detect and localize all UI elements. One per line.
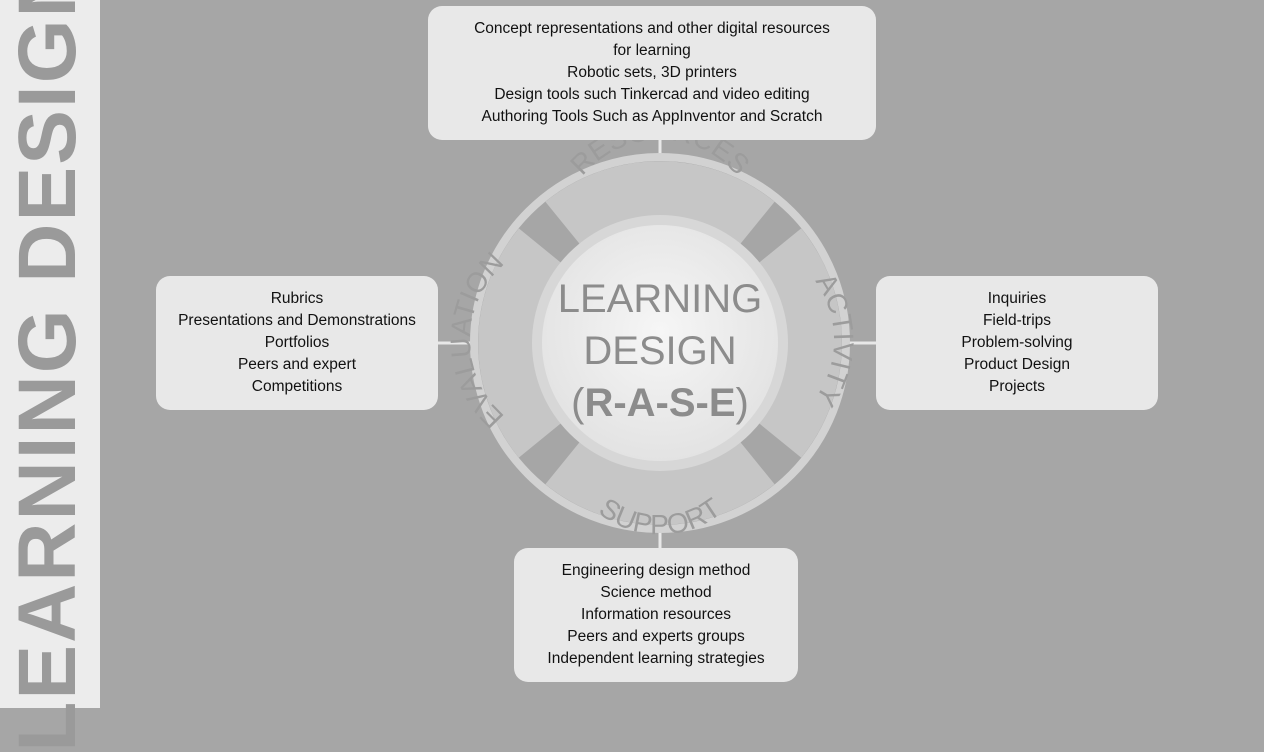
hub-circle [542, 225, 778, 461]
activity-item: Product Design [964, 356, 1070, 373]
activity-item: Projects [989, 378, 1045, 395]
resources-item: for learning [613, 42, 691, 59]
activity-item: Field-trips [982, 312, 1052, 329]
resources-box: Concept representations and other digita… [428, 6, 876, 140]
segment-evaluation [478, 228, 565, 458]
evaluation-item: Rubrics [270, 290, 324, 307]
evaluation-item: Presentations and Demonstrations [178, 312, 416, 329]
hub-title-line3: (R-A-S-E) [571, 381, 749, 425]
activity-box: Inquiries Field-trips Problem-solving Pr… [876, 276, 1158, 410]
segment-support [545, 438, 775, 525]
support-item: Information resources [581, 606, 731, 623]
resources-item: Design tools such Tinkercad and video ed… [494, 86, 810, 103]
support-box: Engineering design method Science method… [514, 548, 798, 682]
support-item: Engineering design method [561, 562, 751, 579]
sidebar: LEARNING DESIGN [0, 0, 100, 752]
hub-title-line1: LEARNING [558, 277, 763, 321]
outer-ring [470, 153, 850, 533]
segment-activity [755, 228, 842, 458]
diagram-panel: RESOURCES ACTIVITY SUPPORT EVALUATION LE… [100, 0, 1264, 708]
resources-item: Concept representations and other digita… [474, 20, 830, 37]
support-item: Independent learning strategies [547, 650, 765, 667]
activity-item: Inquiries [987, 290, 1047, 307]
activity-item: Problem-solving [961, 334, 1073, 351]
evaluation-item: Portfolios [264, 334, 330, 351]
evaluation-item: Competitions [251, 378, 343, 395]
sidebar-title: LEARNING DESIGN [2, 0, 93, 752]
hub-paren-close: ) [736, 381, 749, 425]
hub-paren-open: ( [571, 381, 585, 425]
support-item: Peers and experts groups [567, 628, 745, 645]
resources-item: Robotic sets, 3D printers [567, 64, 737, 81]
resources-item: Authoring Tools Such as AppInventor and … [481, 108, 823, 125]
cycle-diagram: RESOURCES ACTIVITY SUPPORT EVALUATION LE… [438, 115, 876, 548]
segment-resources [545, 161, 775, 248]
hub-acronym: R-A-S-E [584, 381, 735, 425]
support-item: Science method [600, 584, 712, 601]
evaluation-item: Peers and expert [237, 356, 357, 373]
evaluation-box: Rubrics Presentations and Demonstrations… [156, 276, 438, 410]
hub-title-line2: DESIGN [583, 329, 736, 373]
